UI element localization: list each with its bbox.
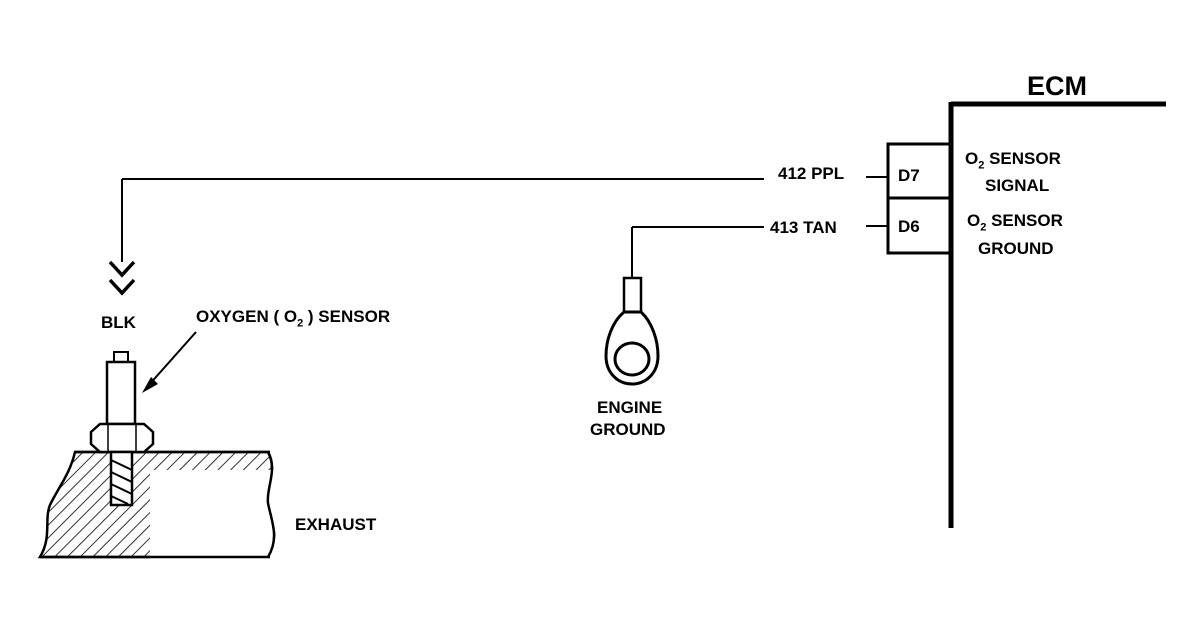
o2-ground-label-line2: GROUND [978, 239, 1054, 258]
engine-ground-line1: ENGINE [597, 398, 663, 417]
ecm-connector-block [886, 142, 952, 255]
oxygen-sensor-label: OXYGEN ( O2 ) SENSOR [196, 307, 391, 329]
pointer-arrow-icon [142, 331, 197, 393]
o2-ground-sub: 2 [980, 221, 987, 234]
circuit-412-label: 412 PPL [778, 164, 845, 183]
o2-signal-sub: 2 [978, 159, 985, 172]
ecm-title: ECM [1027, 71, 1087, 101]
o2-signal-label-line2: SIGNAL [985, 176, 1050, 195]
oxygen-sensor-icon [89, 351, 155, 507]
oxygen-sensor-label-pre: OXYGEN ( O [196, 307, 298, 326]
oxygen-sensor-label-sub: 2 [297, 317, 304, 330]
oxygen-sensor-label-post: ) SENSOR [303, 307, 391, 326]
connector-chevron-icon [108, 260, 136, 296]
o2-ground-prefix: O [967, 211, 981, 230]
wire-413-tan [631, 225, 888, 278]
ring-terminal-icon [604, 276, 660, 386]
o2-ground-word: SENSOR [986, 211, 1063, 230]
o2-signal-label-line1: O2 SENSOR [965, 149, 1061, 171]
engine-ground-line2: GROUND [590, 420, 666, 439]
wire-412-ppl [121, 176, 888, 262]
exhaust-pipe [37, 450, 276, 560]
o2-signal-prefix: O [965, 149, 979, 168]
exhaust-label: EXHAUST [295, 515, 377, 534]
pin-d7-label: D7 [898, 166, 920, 185]
pin-d6-label: D6 [898, 217, 920, 236]
o2-ground-label-line1: O2 SENSOR [967, 211, 1063, 233]
o2-signal-word: SENSOR [984, 149, 1061, 168]
circuit-413-label: 413 TAN [770, 218, 837, 237]
blk-wire-label: BLK [101, 313, 136, 332]
